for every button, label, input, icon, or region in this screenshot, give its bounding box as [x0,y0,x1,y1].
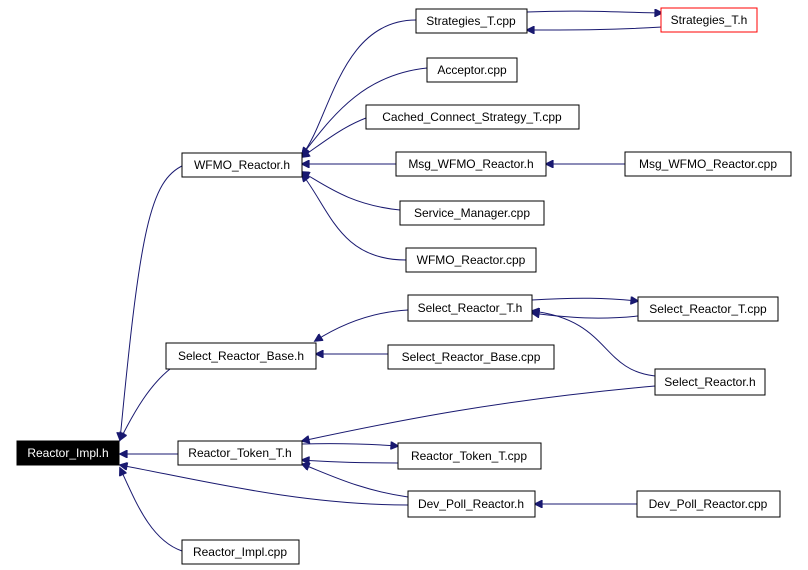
svg-text:Select_Reactor_T.cpp: Select_Reactor_T.cpp [649,302,767,316]
node-acceptor-cpp[interactable]: Acceptor.cpp [426,57,518,83]
edge-token-cpp-to-reactor-token-h [302,460,399,463]
edge-strategies-cpp-to-wfmo [302,19,417,155]
edge-select-reactor-h-to-reactor-token [302,385,656,441]
node-select-reactor-h[interactable]: Select_Reactor.h [654,368,766,396]
svg-text:Strategies_T.cpp: Strategies_T.cpp [426,14,516,28]
svg-text:Select_Reactor_Base.cpp: Select_Reactor_Base.cpp [402,350,541,364]
edge-cached-to-wfmo [302,117,367,157]
svg-text:Service_Manager.cpp: Service_Manager.cpp [414,206,530,220]
node-reactor-impl-cpp[interactable]: Reactor_Impl.cpp [181,539,300,565]
edge-service-manager-to-wfmo [302,172,401,211]
node-service-manager-cpp[interactable]: Service_Manager.cpp [399,200,545,226]
node-dev-poll-reactor-cpp[interactable]: Dev_Poll_Reactor.cpp [636,490,781,518]
svg-text:Msg_WFMO_Reactor.cpp: Msg_WFMO_Reactor.cpp [639,157,777,171]
node-select-reactor-t-cpp[interactable]: Select_Reactor_T.cpp [637,296,779,322]
svg-text:Acceptor.cpp: Acceptor.cpp [437,63,507,77]
edge-acceptor-to-wfmo [302,67,428,155]
svg-text:Select_Reactor_Base.h: Select_Reactor_Base.h [178,349,304,363]
edge-strategies-cpp-to-strategies-h [526,11,662,13]
node-wfmo-reactor-cpp[interactable]: WFMO_Reactor.cpp [405,247,537,273]
node-select-reactor-base-h[interactable]: Select_Reactor_Base.h [165,342,317,370]
edge-select-t-cpp-to-select-t-h [532,313,639,319]
node-msg-wfmo-reactor-h[interactable]: Msg_WFMO_Reactor.h [395,151,547,177]
node-dev-poll-reactor-h[interactable]: Dev_Poll_Reactor.h [407,490,536,518]
node-reactor-impl-h[interactable]: Reactor_Impl.h [16,440,120,466]
node-wfmo-reactor-h[interactable]: WFMO_Reactor.h [181,152,303,178]
edge-select-reactor-h-to-select-t-h [532,311,656,377]
svg-text:WFMO_Reactor.cpp: WFMO_Reactor.cpp [417,253,526,267]
svg-text:Dev_Poll_Reactor.cpp: Dev_Poll_Reactor.cpp [649,497,768,511]
edges [120,11,663,552]
svg-text:Msg_WFMO_Reactor.h: Msg_WFMO_Reactor.h [408,157,533,171]
svg-text:Cached_Connect_Strategy_T.cpp: Cached_Connect_Strategy_T.cpp [382,110,562,124]
svg-text:Reactor_Impl.cpp: Reactor_Impl.cpp [193,545,287,559]
edge-reactor-token-h-to-token-cpp [301,444,398,446]
edge-dev-poll-h-to-reactor-token [302,464,409,498]
edge-dev-poll-h-to-reactor-impl [120,465,409,506]
svg-text:Reactor_Token_T.h: Reactor_Token_T.h [188,446,291,460]
edge-select-t-h-to-select-t-cpp [531,298,638,301]
edge-strategies-h-to-strategies-cpp [527,27,663,30]
node-cached-connect-strategy-t-cpp[interactable]: Cached_Connect_Strategy_T.cpp [365,104,580,130]
svg-text:Dev_Poll_Reactor.h: Dev_Poll_Reactor.h [418,497,524,511]
nodes: Reactor_Impl.h WFMO_Reactor.h Select_Rea… [16,7,792,565]
svg-text:Reactor_Token_T.cpp: Reactor_Token_T.cpp [411,449,527,463]
svg-text:Reactor_Impl.h: Reactor_Impl.h [27,446,108,460]
edge-wfmo-cpp-to-wfmo [302,174,407,261]
node-msg-wfmo-reactor-cpp[interactable]: Msg_WFMO_Reactor.cpp [624,151,792,177]
node-reactor-token-t-cpp[interactable]: Reactor_Token_T.cpp [397,442,542,470]
node-strategies-t-h[interactable]: Strategies_T.h [660,7,758,33]
node-strategies-t-cpp[interactable]: Strategies_T.cpp [415,8,528,34]
edge-impl-cpp-to-reactor-impl [120,468,183,552]
svg-text:Select_Reactor_T.h: Select_Reactor_T.h [418,301,523,315]
edge-wfmo-to-reactor-impl [120,164,185,440]
svg-text:Strategies_T.h: Strategies_T.h [671,13,748,27]
node-select-reactor-t-h[interactable]: Select_Reactor_T.h [407,294,533,322]
edge-select-base-to-reactor-impl [120,368,171,440]
node-select-reactor-base-cpp[interactable]: Select_Reactor_Base.cpp [387,344,555,370]
edge-select-t-h-to-select-base [315,309,409,341]
svg-text:Select_Reactor.h: Select_Reactor.h [664,375,755,389]
node-reactor-token-t-h[interactable]: Reactor_Token_T.h [177,440,303,466]
svg-text:WFMO_Reactor.h: WFMO_Reactor.h [194,158,290,172]
